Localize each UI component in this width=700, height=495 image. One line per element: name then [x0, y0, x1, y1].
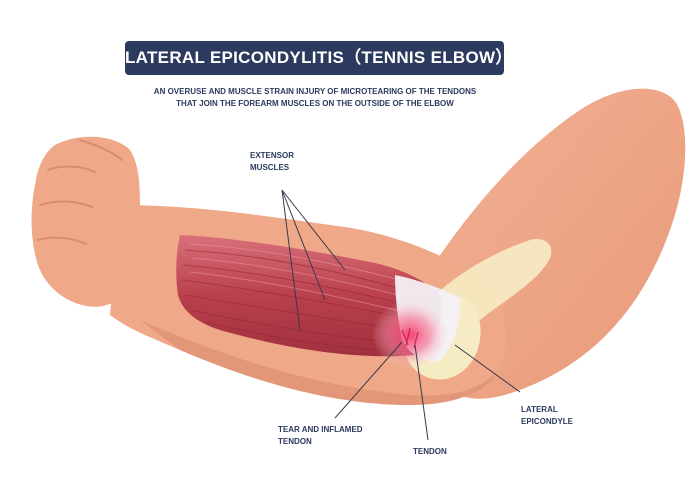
label-tear-inflamed-tendon: TEAR AND INFLAMED TENDON	[278, 425, 363, 446]
page-title: LATERAL EPICONDYLITIS（TENNIS ELBOW）	[125, 41, 512, 75]
label-tendon: TENDON	[413, 447, 447, 456]
page-subtitle: AN OVERUSE AND MUSCLE STRAIN INJURY OF M…	[153, 87, 477, 108]
pointer-extensor-1	[281, 189, 301, 331]
pointer-tendon	[414, 344, 429, 441]
pointer-extensor-3	[281, 189, 346, 271]
label-lateral-epicondyle: LATERAL EPICONDYLE	[521, 405, 574, 426]
label-extensor-muscles: EXTENSOR MUSCLES	[250, 151, 295, 172]
inflammation-area	[372, 301, 448, 369]
pointer-extensor-2	[281, 189, 326, 301]
pointer-tear	[334, 341, 403, 419]
fist	[31, 136, 140, 307]
pointer-lateral	[454, 344, 521, 393]
